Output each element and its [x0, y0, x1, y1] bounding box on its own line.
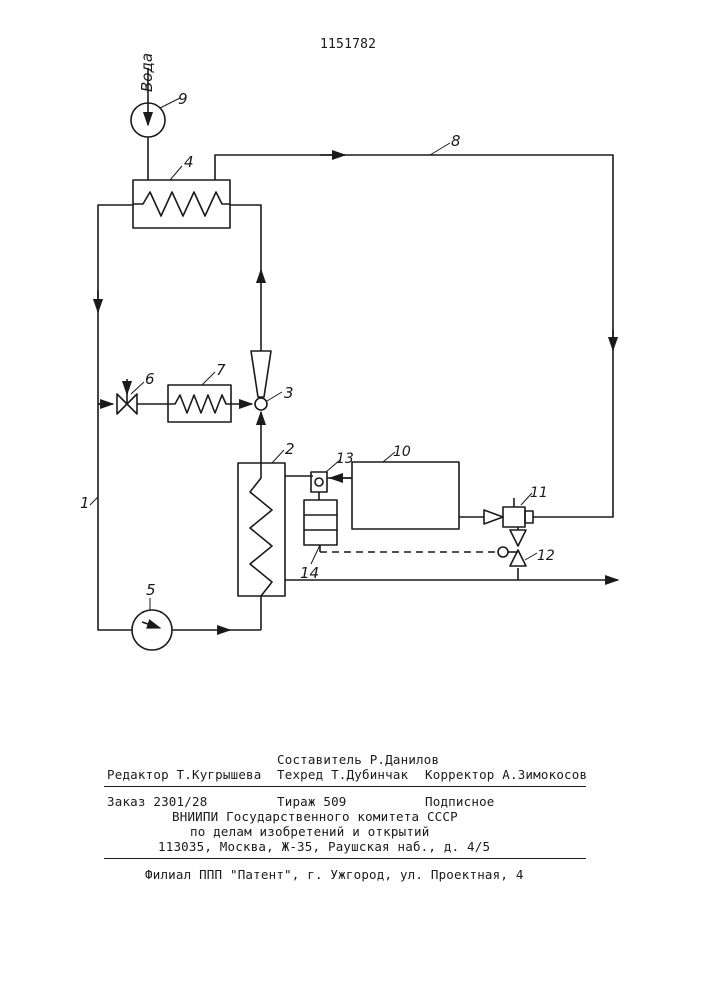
- water-label: Вода: [138, 53, 156, 92]
- generator-2: [238, 463, 285, 630]
- org-line-2: по делам изобретений и открытий: [190, 824, 430, 839]
- label-5: 5: [146, 581, 156, 599]
- corrector-line: Корректор А.Зимокосов: [425, 767, 587, 782]
- valve-12: [498, 527, 526, 566]
- techred-line: Техред Т.Дубинчак: [277, 767, 408, 782]
- valve-6: [117, 379, 168, 414]
- heat-exchanger-4: [133, 180, 230, 228]
- label-11: 11: [530, 485, 548, 501]
- label-6: 6: [145, 370, 155, 388]
- unit-10: [352, 462, 484, 529]
- label-4: 4: [184, 153, 194, 171]
- label-9: 9: [178, 90, 188, 108]
- label-leaders: [90, 98, 537, 610]
- compiler-line: Составитель Р.Данилов: [277, 752, 439, 767]
- accumulator-14: [304, 500, 337, 552]
- order-line: Заказ 2301/28: [107, 794, 207, 809]
- label-1: 1: [80, 494, 90, 512]
- separator-13: [311, 472, 352, 500]
- process-flow-diagram: Вода 9 4 8 6 7 3 2 13 10 11 12 14 5 1: [0, 0, 707, 700]
- ejector-3: [230, 205, 271, 463]
- label-10: 10: [393, 444, 411, 460]
- address-line: 113035, Москва, Ж-35, Раушская наб., д. …: [158, 839, 490, 854]
- footer-divider-2: [104, 858, 586, 859]
- label-7: 7: [216, 361, 226, 379]
- label-12: 12: [537, 548, 555, 564]
- org-line-1: ВНИИПИ Государственного комитета СССР: [172, 809, 458, 824]
- circulation-line: Тираж 509: [277, 794, 347, 809]
- label-3: 3: [284, 384, 294, 402]
- label-14: 14: [300, 564, 319, 582]
- circulation-line-1: [98, 205, 133, 630]
- editor-line: Редактор Т.Кугрышева: [107, 767, 262, 782]
- nozzle-11: [484, 498, 533, 527]
- label-2: 2: [285, 440, 295, 458]
- label-13: 13: [336, 451, 354, 467]
- outlet-line: [285, 568, 618, 580]
- footer-divider-1: [104, 786, 586, 787]
- heater-7: [168, 385, 252, 422]
- branch-line: Филиал ППП "Патент", г. Ужгород, ул. Про…: [145, 867, 524, 882]
- subscription-line: Подписное: [425, 794, 495, 809]
- pump-5: [132, 610, 261, 650]
- label-8: 8: [451, 132, 461, 150]
